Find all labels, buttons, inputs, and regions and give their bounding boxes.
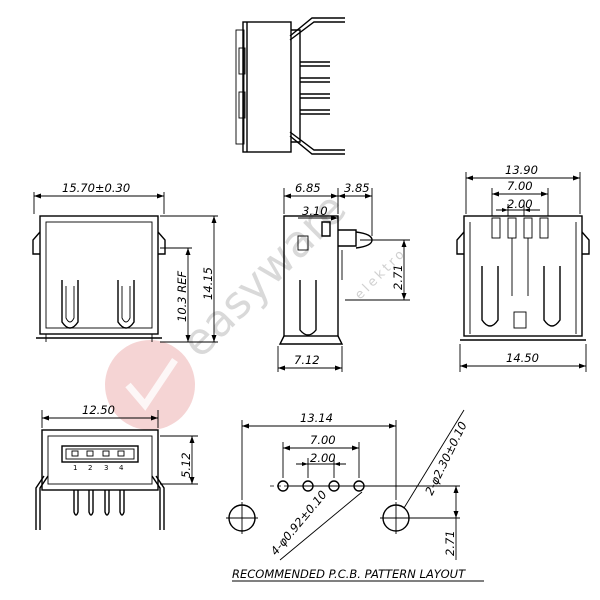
bottom-width-dim: 12.50: [82, 403, 115, 417]
watermark: easyware elektro: [105, 183, 410, 430]
pcb-overall-dim: 13.14: [300, 411, 333, 425]
front-view: 15.70±0.30 10.3 REF 14.15: [32, 181, 218, 343]
watermark-logo-check: [125, 358, 178, 411]
pcb-layout: 13.14 7.00 2.00 2-φ2.30±0.10 4-φ0.92±0.1…: [226, 409, 484, 582]
pcb-caption: RECOMMENDED P.C.B. PATTERN LAYOUT: [232, 567, 466, 581]
watermark-brand: easyware: [172, 183, 357, 368]
back-mid-dim: 7.00: [507, 179, 533, 193]
pcb-span-dim: 7.00: [310, 433, 336, 447]
side-dim-d: 2.71: [391, 264, 405, 290]
watermark-logo-circle: [105, 340, 195, 430]
top-view: [235, 17, 345, 155]
bottom-view: 1 2 3 4 12.50 5.12: [35, 403, 198, 530]
side-view: 6.85 3.85 3.10 2.71 7.12: [277, 181, 410, 372]
side-dim-c: 3.10: [302, 204, 328, 218]
pcb-pitch-dim: 2.00: [310, 451, 336, 465]
pcb-offset-dim: 2.71: [443, 530, 457, 556]
side-dim-bottom: 7.12: [294, 353, 320, 367]
pcb-pin-hole-dim: 4-φ0.92±0.10: [268, 488, 330, 558]
front-ref-dim: 10.3 REF: [175, 270, 189, 322]
front-height-dim: 14.15: [201, 267, 215, 300]
pin-label-4: 4: [119, 464, 124, 472]
pin-label-3: 3: [104, 464, 108, 472]
side-dim-b: 3.85: [344, 181, 370, 195]
back-bottom-dim: 14.50: [506, 351, 539, 365]
back-view: 13.90 7.00 2.00 14.50: [456, 163, 590, 372]
side-dim-a: 6.85: [295, 181, 321, 195]
back-top-dim: 13.90: [505, 163, 538, 177]
back-pitch-dim: 2.00: [507, 197, 533, 211]
bottom-height-dim: 5.12: [179, 452, 193, 478]
pin-label-2: 2: [88, 464, 92, 472]
pin-label-1: 1: [73, 464, 77, 472]
front-width-dim: 15.70±0.30: [62, 181, 130, 195]
